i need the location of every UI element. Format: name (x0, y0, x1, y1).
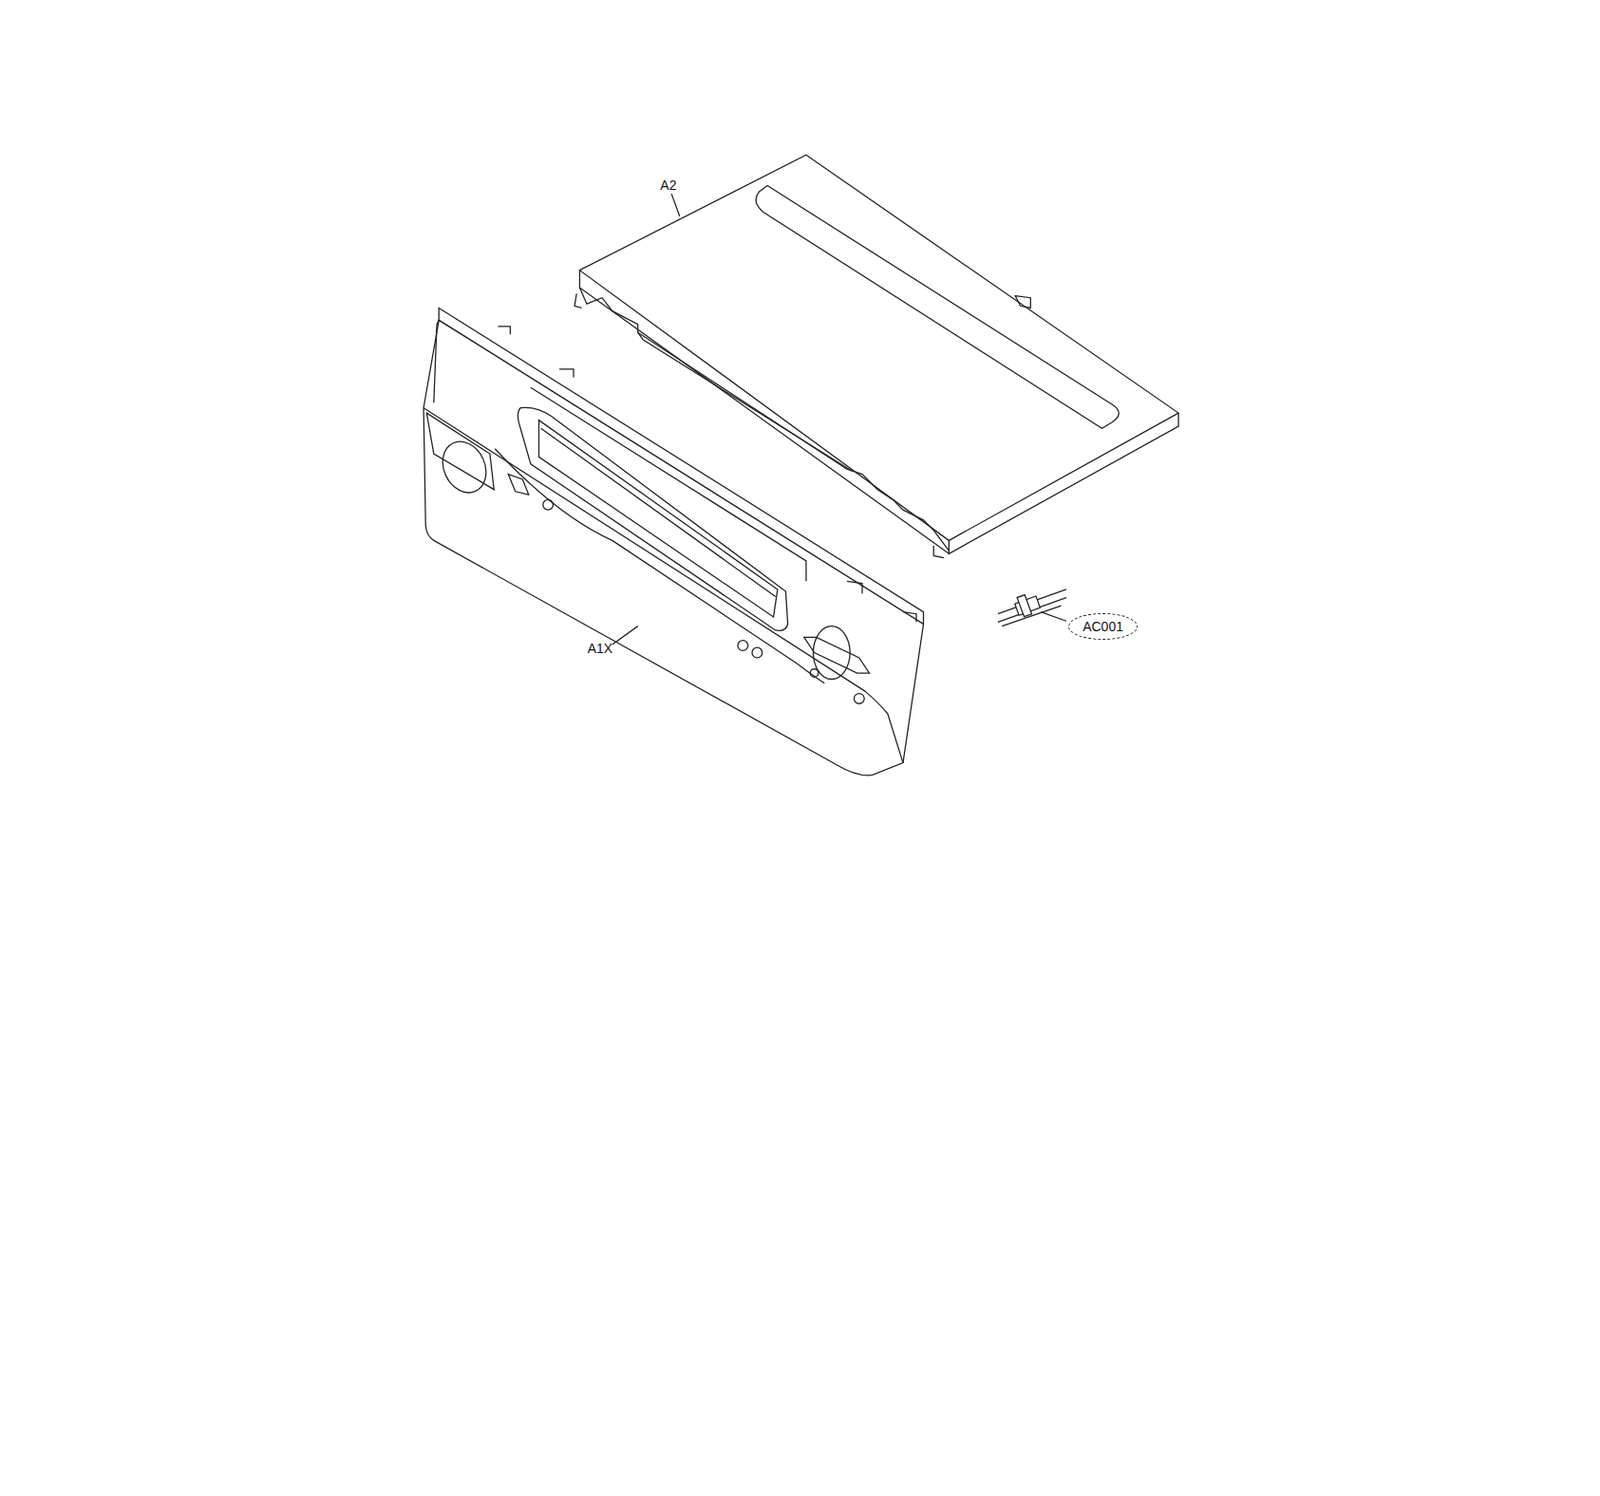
part-label: A1X (587, 641, 613, 656)
leader-line (612, 193, 1067, 645)
part-code: AC001 (1082, 620, 1124, 634)
front-panel (423, 307, 923, 775)
callout-ellipse: AC001 (1068, 613, 1138, 640)
part-label: A2 (659, 178, 677, 192)
wire-connector (997, 589, 1067, 627)
